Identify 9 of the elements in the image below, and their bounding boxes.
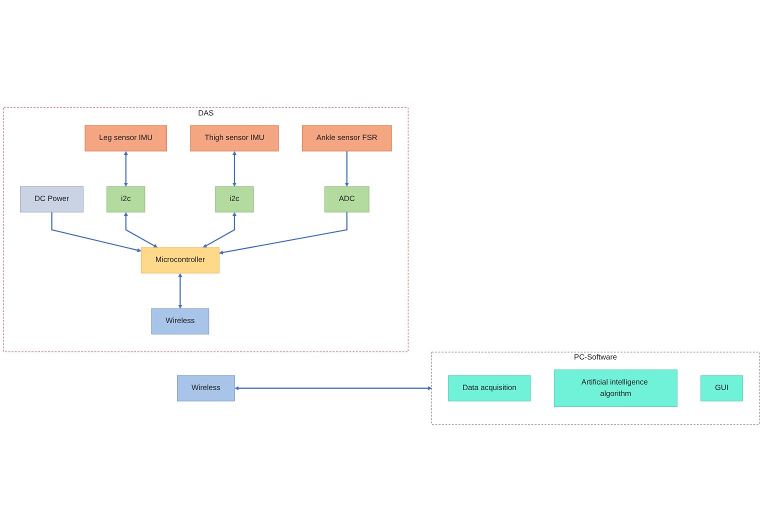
arrow	[51, 212, 142, 252]
arrow	[219, 212, 348, 254]
arrow	[232, 150, 237, 187]
arrow	[124, 150, 128, 187]
arrow	[202, 212, 237, 248]
arrow	[344, 150, 349, 187]
arrow	[234, 386, 432, 390]
arrow	[124, 212, 158, 248]
arrow	[178, 272, 182, 309]
